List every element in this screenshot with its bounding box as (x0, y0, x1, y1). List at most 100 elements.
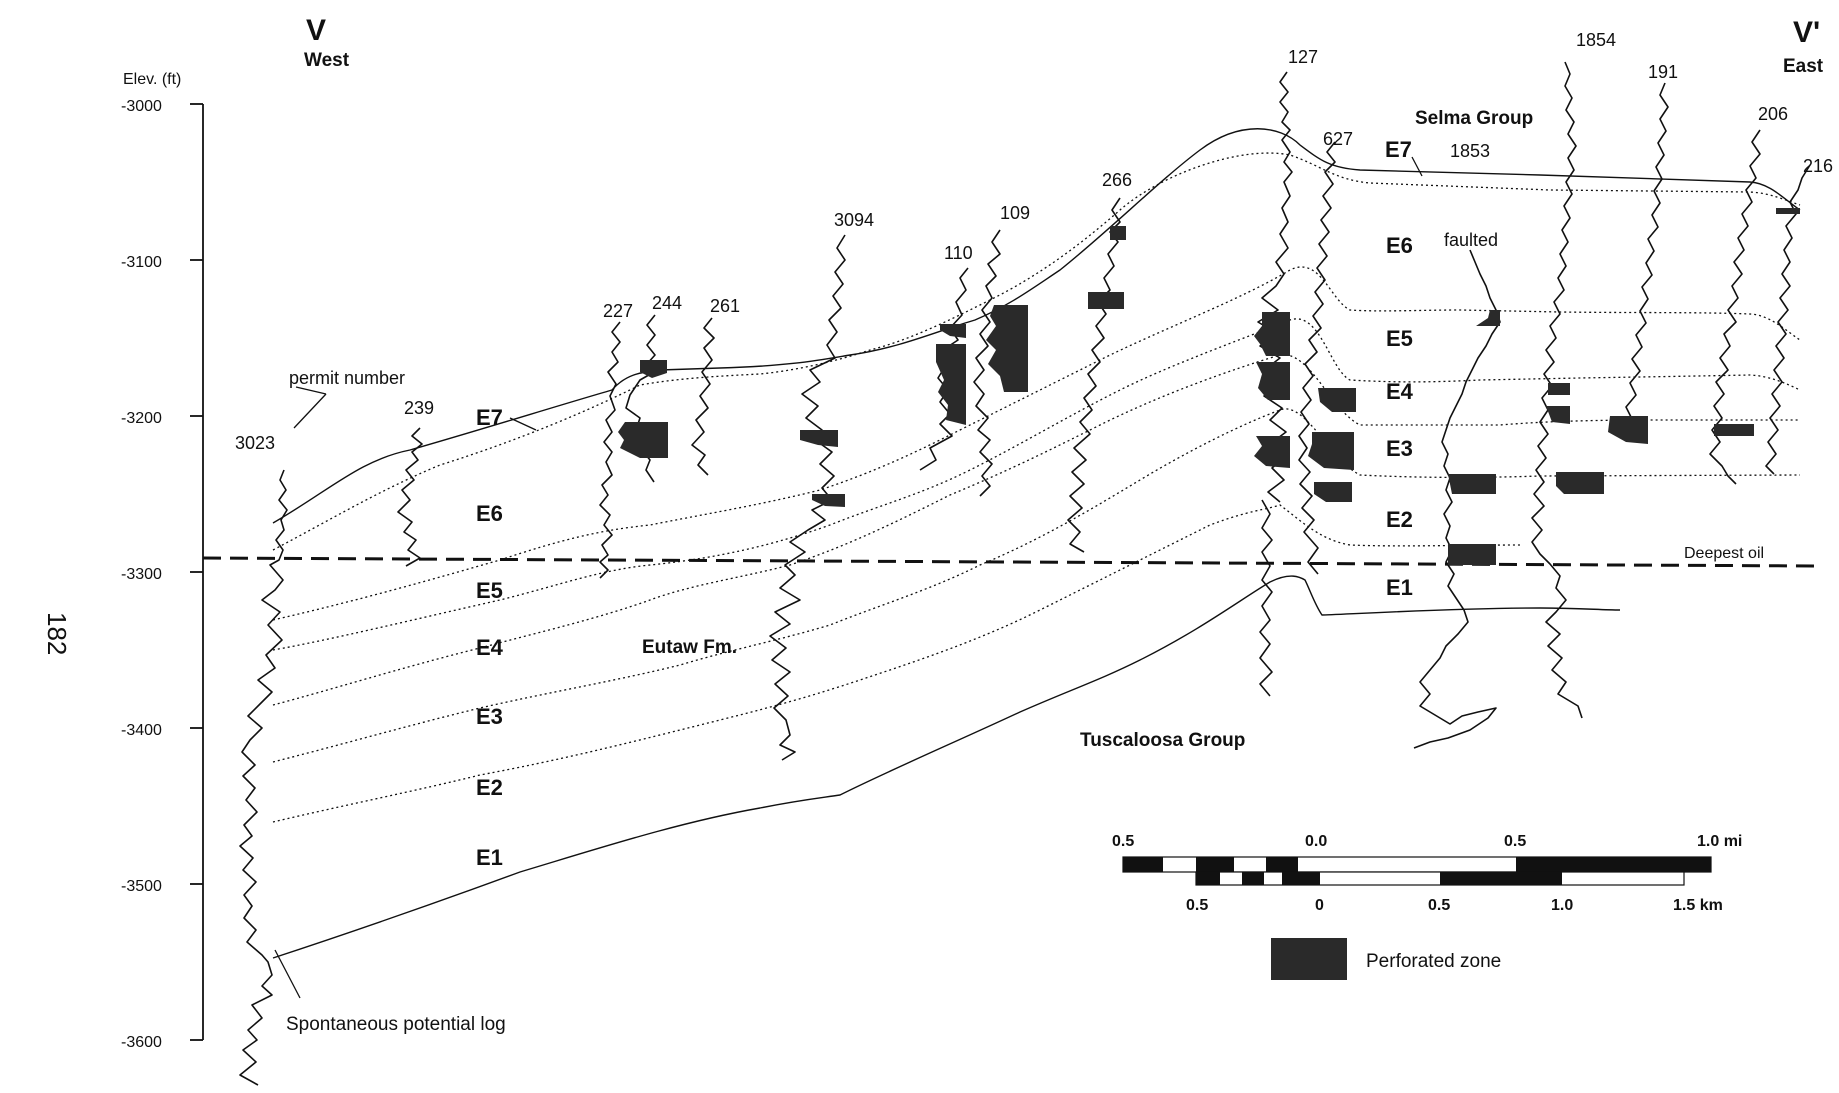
well-label: 1853 (1450, 141, 1490, 161)
unit-label-e7: E7 (476, 405, 503, 430)
unit-label-e4-east: E4 (1386, 379, 1414, 404)
sp-log-239 (398, 428, 422, 566)
perforated-zone (1714, 424, 1754, 436)
tick-label: -3500 (121, 878, 162, 895)
scale-km-label: 1.0 (1551, 897, 1573, 914)
perforated-zone (1546, 406, 1570, 424)
elevation-axis: Elev. (ft) -3000 -3100 -3200 -3300 -3400… (121, 71, 203, 1051)
perforated-zone-swatch (1271, 938, 1347, 980)
perforated-zone (1254, 436, 1290, 468)
sp-log-627 (1299, 142, 1335, 574)
top-e1-line (273, 505, 1520, 822)
well-label: 239 (404, 398, 434, 418)
perforated-zone (1308, 432, 1354, 470)
perforated-zone (1556, 472, 1604, 494)
legend-perforated-label: Perforated zone (1366, 951, 1501, 972)
unit-label-e5-east: E5 (1386, 326, 1413, 351)
perforated-zone (1254, 312, 1290, 356)
unit-label-e1: E1 (476, 845, 503, 870)
sp-log-3023 (240, 470, 287, 1085)
page-number: 182 (42, 612, 72, 655)
perforated-zone (618, 422, 668, 458)
west-direction-label: West (304, 50, 350, 71)
scale-mi-label: 0.5 (1504, 833, 1526, 850)
well-label: 191 (1648, 62, 1678, 82)
scale-km-label: 1.5 km (1673, 897, 1723, 914)
perforated-zone (812, 494, 845, 507)
deepest-oil-annotation: Deepest oil (1684, 545, 1764, 562)
scale-km-label: 0 (1315, 897, 1324, 914)
sp-log-266 (1068, 198, 1120, 552)
legend: Perforated zone (1271, 938, 1501, 980)
scale-mi-label: 0.0 (1305, 833, 1327, 850)
tick-label: -3100 (121, 254, 162, 271)
perforated-zone (1548, 383, 1570, 395)
perforated-zone (986, 305, 1028, 392)
unit-label-e6: E6 (476, 501, 503, 526)
sp-log-227 (600, 322, 620, 578)
tick-label: -3200 (121, 410, 162, 427)
east-direction-label: East (1783, 56, 1824, 77)
well-label: 206 (1758, 104, 1788, 124)
sp-log-261 (692, 318, 714, 475)
scale-mi-label: 0.5 (1112, 833, 1134, 850)
perforated-zone (1448, 544, 1496, 565)
perforated-zone (1776, 208, 1800, 214)
tick-label: -3400 (121, 722, 162, 739)
perforated-zones (618, 208, 1800, 565)
top-e7-line (273, 129, 1800, 523)
permit-number-annotation: permit number (289, 368, 405, 388)
perforated-zone (936, 344, 966, 425)
unit-label-e1-east: E1 (1386, 575, 1413, 600)
unit-label-e3-east: E3 (1386, 436, 1413, 461)
perforated-zone (1256, 362, 1290, 400)
unit-label-e6-east: E6 (1386, 233, 1413, 258)
formation-tuscaloosa-label: Tuscaloosa Group (1080, 730, 1245, 751)
well-label: 227 (603, 301, 633, 321)
perforated-zone (800, 430, 838, 447)
faulted-annotation: faulted (1444, 230, 1498, 250)
tick-label: -3600 (121, 1034, 162, 1051)
scale-km-label: 0.5 (1186, 897, 1208, 914)
unit-label-e7-east: E7 (1385, 137, 1412, 162)
unit-boundaries (273, 129, 1800, 958)
well-label: 110 (944, 243, 973, 263)
perforated-zone (1318, 388, 1356, 412)
formation-eutaw-label: Eutaw Fm. (642, 637, 737, 658)
unit-label-e3: E3 (476, 704, 503, 729)
tick-label: -3000 (121, 98, 162, 115)
perforated-zone (1476, 310, 1500, 326)
unit-label-e2-east: E2 (1386, 507, 1413, 532)
perforated-zone (1088, 292, 1124, 309)
scale-bar: 0.5 0.0 0.5 1.0 mi 0.5 0 0.5 1.0 1.5 km (1112, 833, 1742, 914)
well-label: 244 (652, 293, 682, 313)
tick-label: -3300 (121, 566, 162, 583)
perforated-zone (940, 324, 966, 338)
sp-log-127-lower (1260, 500, 1272, 696)
sp-log-191 (1624, 83, 1668, 431)
perforated-zone (640, 360, 667, 378)
top-tuscaloosa-line (273, 576, 1620, 958)
unit-label-e4: E4 (476, 635, 504, 660)
well-label: 627 (1323, 129, 1353, 149)
unit-label-e2: E2 (476, 775, 503, 800)
axis-label: Elev. (ft) (123, 71, 181, 88)
scale-mi-label: 1.0 mi (1697, 833, 1742, 850)
top-e5-line (273, 267, 1800, 620)
formation-selma-label: Selma Group (1415, 108, 1533, 129)
east-section-letter: V' (1793, 16, 1820, 49)
perforated-zone (1314, 482, 1352, 502)
well-label: 127 (1288, 47, 1318, 67)
well-label: 3023 (235, 433, 275, 453)
well-label: 1854 (1576, 30, 1616, 50)
west-section-letter: V (306, 14, 326, 47)
scale-km-label: 0.5 (1428, 897, 1450, 914)
well-label: 266 (1102, 170, 1132, 190)
well-labels: 3023 239 227 244 261 3094 110 109 266 12… (235, 30, 1833, 453)
well-label: 216 (1803, 156, 1833, 176)
perforated-zone (1608, 416, 1648, 444)
perforated-zone (1110, 226, 1126, 240)
sp-log-annotation: Spontaneous potential log (286, 1014, 506, 1035)
unit-label-e5: E5 (476, 578, 503, 603)
